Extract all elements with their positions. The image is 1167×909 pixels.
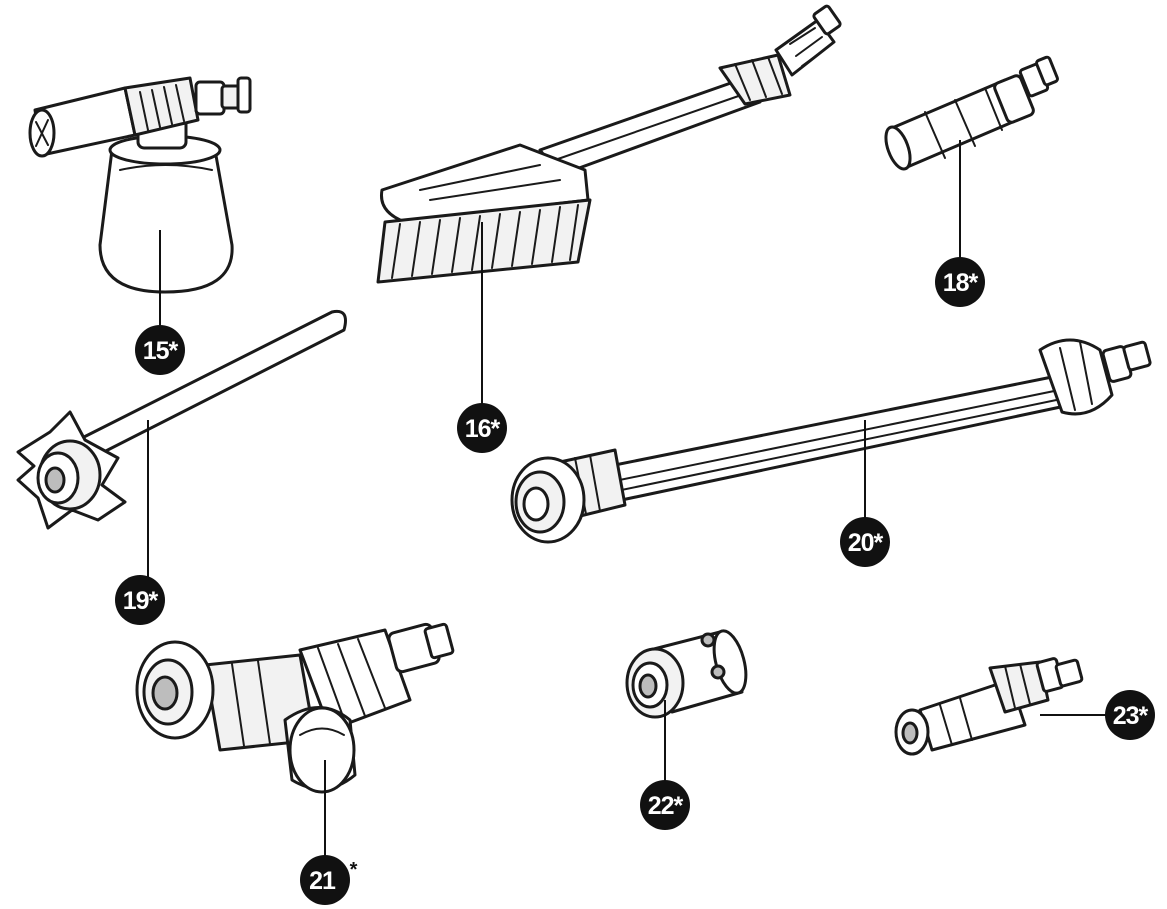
callout-16-label: 16*: [465, 415, 501, 443]
part-15-foam-bottle: [28, 76, 252, 294]
part-23-variable-nozzle: [894, 657, 1084, 756]
callout-21-asterisk: *: [350, 859, 358, 881]
part-19-short-lance: [16, 309, 347, 530]
callout-18-label: 18*: [943, 269, 979, 297]
callout-21: 21 *: [300, 855, 359, 905]
callout-15: 15*: [135, 325, 185, 375]
callout-20: 20*: [840, 517, 890, 567]
part-18-turbo-nozzle: [884, 55, 1059, 171]
callout-23-label: 23*: [1113, 702, 1149, 730]
callout-15-label: 15*: [143, 337, 179, 365]
part-22-coupler: [625, 629, 748, 719]
part-21-angle-adapter: [135, 622, 455, 794]
callout-23: 23*: [1105, 690, 1155, 740]
part-16-wash-brush: [376, 4, 842, 284]
callout-19-label: 19*: [123, 587, 159, 615]
callout-22-label: 22*: [648, 792, 684, 820]
callout-20-label: 20*: [848, 529, 884, 557]
callout-22: 22*: [640, 780, 690, 830]
part-20-long-lance: [510, 338, 1152, 544]
callout-21-label: 21: [309, 867, 336, 895]
callout-19: 19*: [115, 575, 165, 625]
callout-16: 16*: [457, 403, 507, 453]
callout-18: 18*: [935, 257, 985, 307]
